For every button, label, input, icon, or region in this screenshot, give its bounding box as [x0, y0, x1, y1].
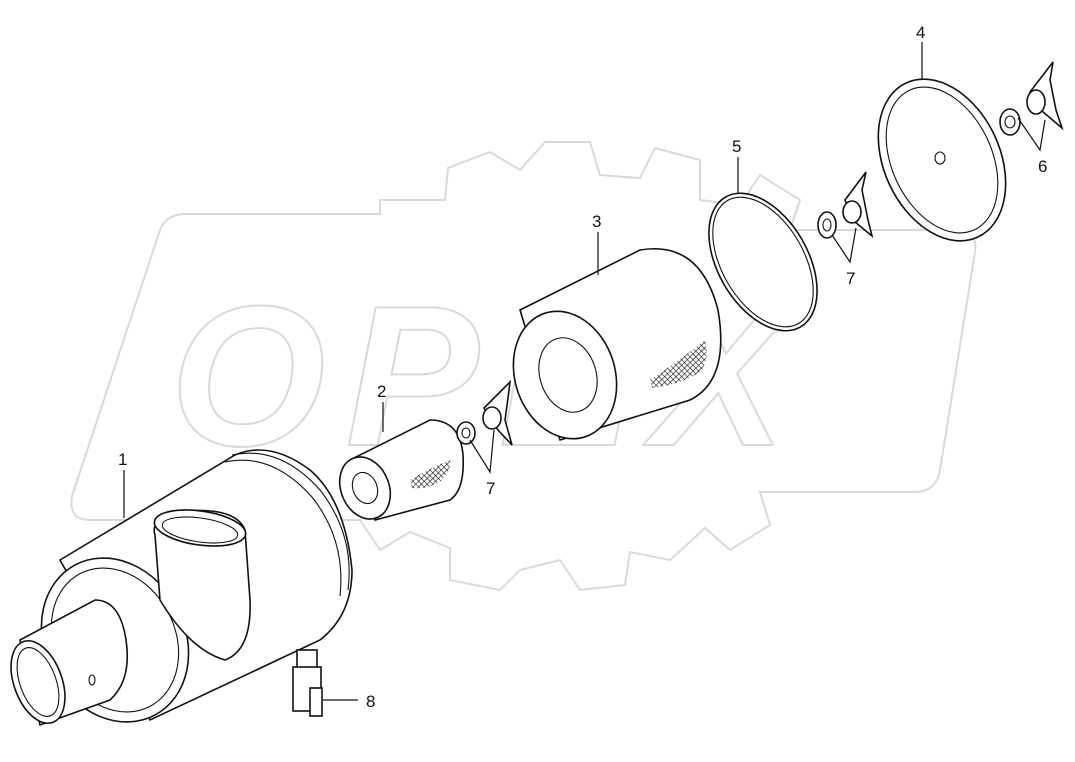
callout-3: 3 [592, 212, 601, 231]
end-cover [877, 78, 1007, 242]
callout-6: 6 [1038, 157, 1047, 176]
callout-labels: 1 2 3 4 5 6 7 7 8 [118, 23, 1047, 711]
callout-7-lower: 7 [486, 479, 495, 498]
callout-8: 8 [366, 692, 375, 711]
callout-5: 5 [732, 137, 741, 156]
callout-1: 1 [118, 450, 127, 469]
callout-4: 4 [916, 23, 925, 42]
watermark-gear [70, 141, 977, 592]
filter-housing [10, 449, 353, 727]
vacuum-indicator [292, 649, 323, 717]
inner-filter-cartridge [338, 419, 465, 521]
wing-nut-set-cover [999, 61, 1064, 136]
o-ring-seal [708, 192, 818, 332]
callout-7-upper: 7 [846, 269, 855, 288]
wing-nut-set-lower [456, 379, 513, 446]
wing-nut-set-upper [817, 171, 874, 239]
callout-2: 2 [377, 382, 386, 401]
outer-filter-cartridge [512, 248, 722, 441]
leader-lines [123, 42, 1046, 701]
